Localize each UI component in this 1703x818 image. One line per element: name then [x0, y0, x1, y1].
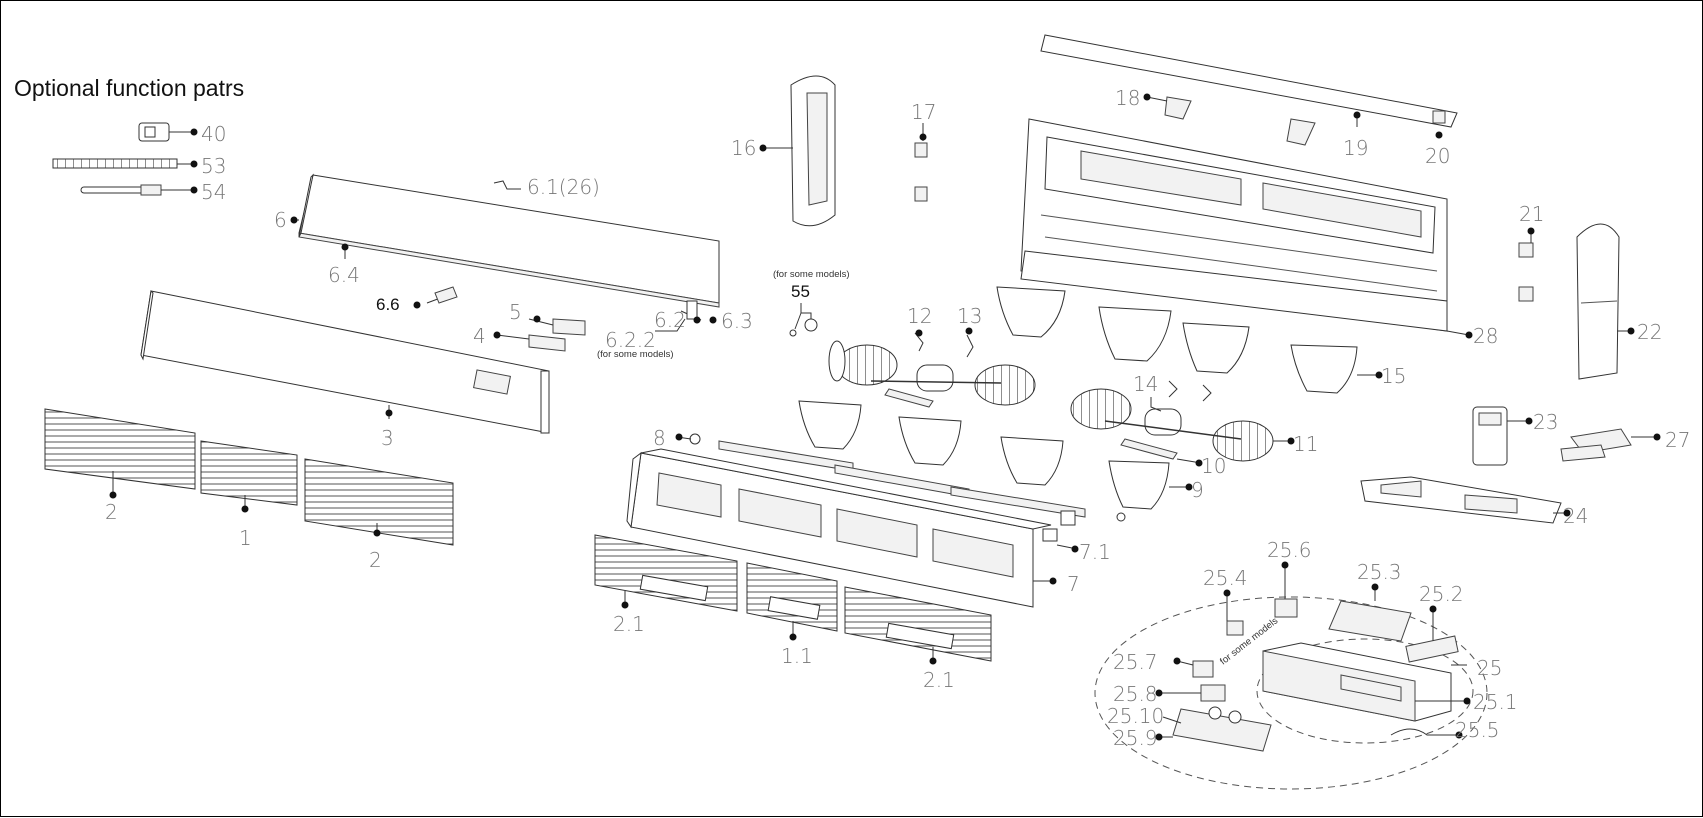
label-10: 10 [1201, 454, 1226, 478]
label-7: 7 [1067, 572, 1080, 596]
part-2-1-filter-right [844, 586, 992, 665]
label-25-9: 25.9 [1113, 726, 1158, 750]
part-54-sensor [80, 184, 198, 196]
label-6: 6 [274, 208, 287, 232]
label-23: 23 [1533, 410, 1558, 434]
label-25-4: 25.4 [1203, 566, 1248, 590]
part-25-4-capacitor [1223, 589, 1244, 636]
part-11-blower-wheels [828, 340, 1295, 462]
label-6-6: 6.6 [376, 295, 400, 314]
part-22-side-cover [1576, 223, 1635, 380]
label-6-4: 6.4 [328, 263, 360, 287]
label-4: 4 [473, 324, 486, 348]
part-1-1-filter-center [746, 562, 838, 641]
part-16-side-cover [759, 75, 836, 227]
label-25-1: 25.1 [1473, 690, 1518, 714]
label-12: 12 [907, 304, 932, 328]
label-25: 25 [1477, 656, 1502, 680]
label-6-2-2: 6.2.2 [605, 328, 656, 352]
part-19-top-cover [1040, 34, 1458, 128]
label-1: 1 [239, 526, 252, 550]
label-14: 14 [1133, 372, 1158, 396]
label-55: 55 [791, 282, 810, 301]
label-27: 27 [1665, 428, 1690, 452]
part-27-holder [1560, 428, 1661, 462]
label-25-3: 25.3 [1357, 560, 1402, 584]
label-6-3: 6.3 [721, 309, 753, 333]
label-1-1: 1.1 [781, 644, 813, 668]
part-1-grille-center [200, 440, 298, 513]
label-53: 53 [201, 154, 226, 178]
label-8: 8 [653, 426, 666, 450]
part-7-frame [626, 448, 1079, 608]
label-16: 16 [731, 136, 756, 160]
label-2-right: 2 [369, 548, 382, 572]
label-2-1-left: 2.1 [613, 612, 645, 636]
label-28: 28 [1473, 324, 1498, 348]
label-21: 21 [1519, 202, 1544, 226]
part-25-6-relay [1274, 561, 1298, 618]
label-25-8: 25.8 [1113, 682, 1158, 706]
part-2-grille-left [44, 408, 196, 499]
label-6-2: 6.2 [654, 308, 686, 332]
part-8-motor-strip [675, 433, 1126, 526]
label-6-1: 6.1(26) [527, 175, 600, 199]
label-40: 40 [201, 122, 226, 146]
part-25-7-transformer [1173, 657, 1214, 678]
part-20-clip [1432, 110, 1446, 139]
label-25-6: 25.6 [1267, 538, 1312, 562]
part-2-1-filter-left [594, 534, 738, 612]
label-9: 9 [1191, 478, 1204, 502]
label-17: 17 [911, 100, 936, 124]
part-scroll-housings [798, 286, 1383, 510]
part-25-8-component [1155, 684, 1226, 702]
label-2-left: 2 [105, 500, 118, 524]
part-14-brackets [1150, 380, 1212, 412]
part-28-chassis [1020, 118, 1473, 339]
part-6-front-panel [290, 173, 720, 332]
label-15: 15 [1381, 364, 1406, 388]
part-25-9-board [1155, 706, 1272, 752]
label-11: 11 [1293, 432, 1318, 456]
label-25-5: 25.5 [1455, 718, 1500, 742]
label-3: 3 [381, 426, 394, 450]
part-23-remote [1472, 406, 1533, 466]
label-25-2: 25.2 [1419, 582, 1464, 606]
label-25-7: 25.7 [1113, 650, 1158, 674]
part-25-electrical-box [1094, 596, 1488, 790]
label-18: 18 [1115, 86, 1140, 110]
part-25-2-terminal [1405, 605, 1459, 663]
part-17-clips [914, 123, 928, 202]
part-5-display [528, 315, 586, 336]
label-2-1-right: 2.1 [923, 668, 955, 692]
part-24-cover [1360, 476, 1571, 524]
note-some-models-a: (for some models) [597, 349, 674, 360]
part-21-clips [1518, 227, 1535, 302]
label-54: 54 [201, 180, 226, 204]
diagram-title: Optional function patrs [14, 75, 245, 101]
label-7-1: 7.1 [1079, 540, 1111, 564]
part-25-5-wire [1390, 728, 1463, 739]
part-55-sensor [789, 303, 818, 337]
label-22: 22 [1637, 320, 1662, 344]
label-24: 24 [1563, 504, 1588, 528]
part-18-brackets [1143, 93, 1316, 146]
label-19: 19 [1343, 136, 1368, 160]
part-2-grille-right [304, 458, 454, 546]
part-10-bracket [884, 388, 1203, 467]
part-25-3-board [1328, 583, 1412, 642]
part-13-bracket [965, 327, 974, 358]
label-25-10: 25.10 [1107, 704, 1164, 728]
part-53-strip [52, 158, 198, 169]
part-3-panel [140, 289, 550, 434]
note-some-models-b: (for some models) [773, 269, 850, 280]
part-4-display-board [493, 331, 566, 352]
part-40-clip [138, 122, 198, 142]
label-13: 13 [957, 304, 982, 328]
part-12-bracket [914, 329, 924, 352]
label-5: 5 [509, 300, 522, 324]
label-20: 20 [1425, 144, 1450, 168]
